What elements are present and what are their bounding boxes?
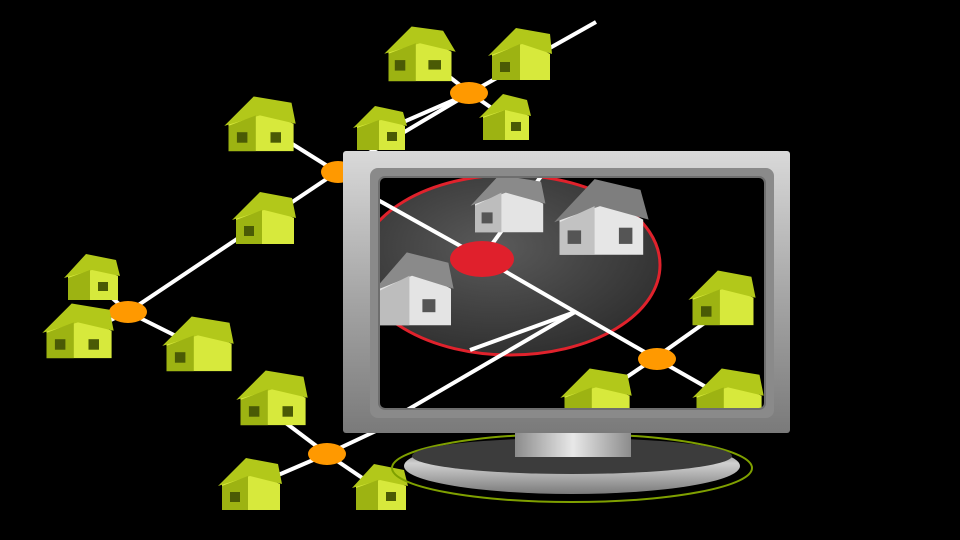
house-icon — [692, 368, 764, 409]
network-link — [480, 256, 657, 360]
focus-node-icon — [450, 241, 514, 277]
house-icon — [218, 458, 282, 510]
house-icon — [232, 192, 296, 244]
house-icon — [554, 179, 649, 255]
house-icon — [353, 106, 407, 150]
screen-contents — [379, 177, 764, 409]
network-link — [469, 310, 576, 352]
house-icon — [236, 370, 308, 426]
house-icon — [352, 464, 408, 510]
house-icon — [162, 316, 234, 372]
network-node-icon — [638, 348, 676, 370]
house-icon — [224, 96, 296, 152]
green-houses — [42, 26, 552, 510]
house-icon — [42, 303, 114, 359]
computer-monitor-icon — [343, 151, 790, 503]
house-icon — [560, 368, 632, 409]
house-icon — [379, 252, 454, 326]
network-node-icon — [109, 301, 147, 323]
house-icon — [479, 94, 531, 140]
house-icon — [688, 270, 756, 326]
house-icon — [384, 26, 456, 82]
network-link — [404, 310, 577, 409]
network-node-icon — [450, 82, 488, 104]
monitor-screen-rim — [378, 176, 766, 410]
network-node-icon — [308, 443, 346, 465]
network-link — [126, 170, 339, 314]
house-icon — [64, 254, 120, 300]
house-icon — [470, 177, 546, 233]
house-icon — [488, 28, 552, 80]
